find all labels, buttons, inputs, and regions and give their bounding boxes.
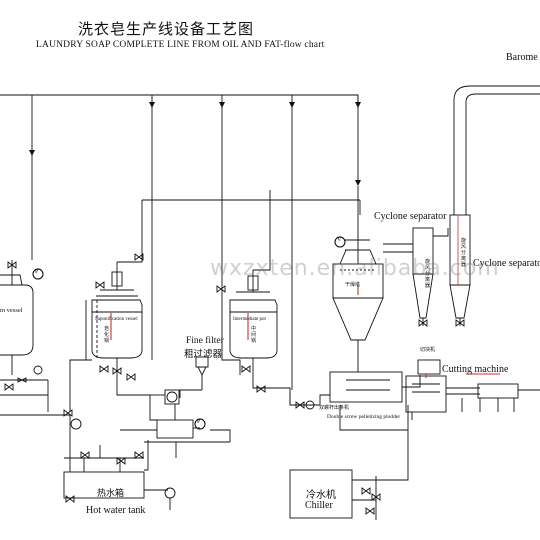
reactor-label: Saponification vessel bbox=[95, 317, 138, 322]
cutting-machine-label: Cutting machine bbox=[442, 364, 509, 375]
watermark: wxzxten.en.alibaba.com bbox=[210, 256, 500, 281]
cyclone-1-label-cn: 旋风分离器 bbox=[425, 259, 431, 289]
drying-tower-label-cn: 干燥塔 bbox=[345, 282, 361, 288]
intermediate-pot-label: Intermediate pot bbox=[233, 317, 266, 322]
pressure-gauges bbox=[32, 236, 346, 430]
chiller-label: Chiller bbox=[305, 500, 333, 511]
intermediate-pot-label-cn: 中间锅 bbox=[251, 326, 257, 344]
plodder-label-cn: 双螺杆出条机 bbox=[319, 405, 350, 411]
flow-arrows bbox=[29, 102, 361, 186]
hot-water-tank-label: Hot water tank bbox=[86, 505, 146, 516]
left-vessel bbox=[0, 260, 70, 416]
title-chinese: 洗衣皂生产线设备工艺图 bbox=[78, 20, 255, 38]
intermediate-valves bbox=[216, 285, 315, 410]
hot-water-tank-label-cn: 热水箱 bbox=[97, 489, 125, 499]
fine-filter-label-cn: 粗过滤器 bbox=[184, 349, 223, 360]
cyclone-2-label-cn: 旋风分离器 bbox=[461, 238, 467, 268]
cutting-machine bbox=[405, 359, 540, 413]
cyclone-separator-2-label: Cyclone separato bbox=[473, 258, 540, 269]
left-vessel-valves bbox=[4, 261, 44, 391]
reactor-label-cn: 皂化锅 bbox=[104, 326, 110, 344]
chiller-unit bbox=[289, 405, 409, 520]
intermediate-pot bbox=[221, 190, 320, 406]
saponification-reactor bbox=[69, 199, 360, 412]
hot-water-tank bbox=[63, 409, 176, 510]
top-header-pipe bbox=[0, 94, 359, 390]
pressure-gauge-label-2: P bbox=[197, 419, 201, 425]
fine-filter bbox=[179, 356, 209, 398]
plodder-label: Double screw pelletizing plodder bbox=[327, 414, 401, 420]
valve-marker-label: V bbox=[337, 237, 342, 243]
cyclone-separator-1-label: Cyclone separator bbox=[374, 211, 447, 222]
reactor-valves bbox=[95, 253, 144, 381]
chiller-label-cn: 冷水机 bbox=[306, 490, 336, 501]
fine-filter-label: Fine filter bbox=[186, 336, 224, 346]
title-english: LAUNDRY SOAP COMPLETE LINE FROM OIL AND … bbox=[36, 40, 325, 50]
process-lines bbox=[99, 392, 413, 458]
accent-marks bbox=[110, 285, 500, 378]
pump-group bbox=[120, 389, 206, 439]
cyclone-separator-1 bbox=[383, 227, 449, 327]
barometric-label: Barome bbox=[506, 52, 538, 63]
cutting-machine-label-cn: 切块机 bbox=[420, 347, 436, 353]
cyclone-separator-2 bbox=[449, 85, 540, 327]
double-screw-plodder bbox=[329, 371, 421, 403]
left-vessel-label: m vessel bbox=[0, 307, 23, 314]
pressure-gauge-label-1: P bbox=[35, 269, 39, 275]
